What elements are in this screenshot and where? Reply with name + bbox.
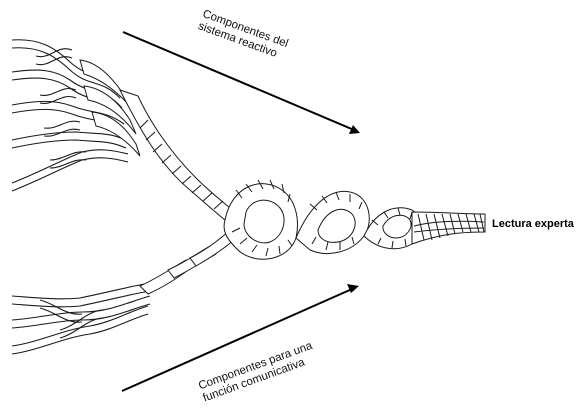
upper-rope <box>120 90 230 220</box>
lower-braid <box>140 232 234 294</box>
tail-rope <box>412 212 485 244</box>
upper-strands <box>12 40 128 191</box>
output-label: Lectura experta <box>492 218 574 230</box>
lower-strands <box>12 282 156 354</box>
central-twists <box>224 180 422 259</box>
